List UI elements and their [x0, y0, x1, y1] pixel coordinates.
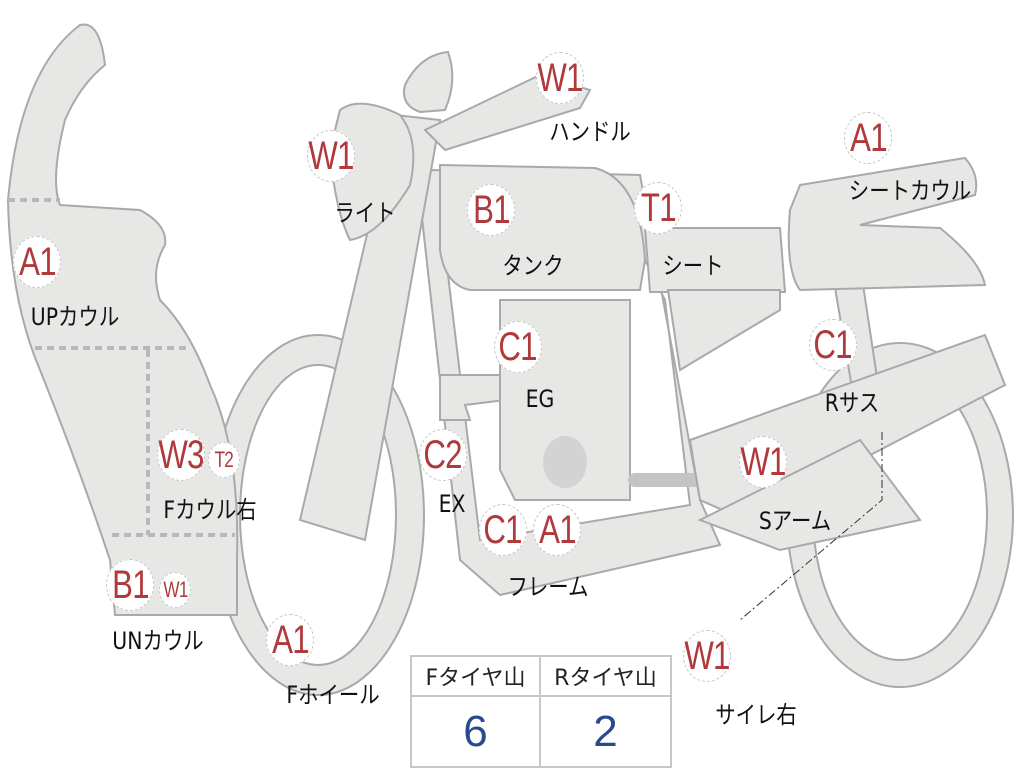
part-label-front-cowl-right: Fカウル右 [163, 496, 257, 524]
front-fork [298, 113, 442, 542]
rear-tire-value: 2 [541, 697, 670, 768]
part-label-tank: タンク [502, 252, 564, 280]
grade-badge-seat-cowl[interactable]: A1 [844, 112, 892, 164]
grade-badge-silencer-right[interactable]: W1 [683, 630, 731, 682]
tire-tread-table: Fタイヤ山 Rタイヤ山 6 2 [410, 655, 672, 768]
part-label-silencer-right: サイレ右 [715, 701, 797, 729]
grade-badge-swingarm[interactable]: W1 [739, 436, 787, 488]
grade-badge-tank[interactable]: B1 [467, 184, 515, 236]
grade-badge-light[interactable]: W1 [307, 130, 355, 182]
grade-badge-front-cowl-right[interactable]: W3 [157, 429, 205, 481]
part-label-rear-suspension: Rサス [824, 389, 880, 417]
grade-badge-frame-extra[interactable]: A1 [533, 504, 581, 556]
part-label-seat-cowl: シートカウル [848, 177, 972, 205]
grade-badge-up-cowl[interactable]: A1 [13, 236, 61, 288]
grade-badge-frame[interactable]: C1 [479, 504, 527, 556]
part-label-engine: EG [525, 385, 555, 413]
part-label-seat: シート [662, 252, 724, 280]
headlight [328, 102, 415, 242]
part-label-handle: ハンドル [549, 118, 631, 146]
seat [643, 227, 787, 293]
part-label-light: ライト [334, 199, 396, 227]
grade-badge-under-cowl-extra[interactable]: W1 [159, 572, 191, 608]
seat-under [666, 289, 781, 372]
front-tire-value: 6 [412, 697, 541, 768]
grade-badge-exhaust[interactable]: C2 [419, 429, 467, 481]
part-label-front-wheel: Fホイール [286, 681, 380, 709]
grade-badge-rear-suspension[interactable]: C1 [809, 319, 857, 371]
grade-badge-front-wheel[interactable]: A1 [266, 614, 314, 666]
part-label-swingarm: Sアーム [758, 507, 832, 535]
seat-cowl [787, 156, 987, 292]
muffler [697, 438, 922, 552]
mirror [403, 50, 454, 114]
grade-badge-seat[interactable]: T1 [634, 182, 682, 234]
part-label-under-cowl: UNカウル [112, 627, 204, 655]
grade-badge-under-cowl[interactable]: B1 [106, 559, 154, 611]
grade-badge-handle[interactable]: W1 [536, 52, 584, 104]
part-label-up-cowl: UPカウル [30, 303, 120, 331]
part-label-exhaust: EX [438, 490, 466, 518]
front-tire-header: Fタイヤ山 [412, 657, 541, 697]
rear-tire-header: Rタイヤ山 [541, 657, 670, 697]
part-label-frame: フレーム [507, 573, 589, 601]
grade-badge-front-cowl-right-extra[interactable]: T2 [208, 442, 240, 478]
grade-badge-engine[interactable]: C1 [494, 321, 542, 373]
